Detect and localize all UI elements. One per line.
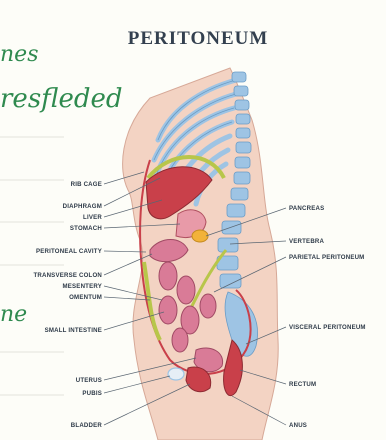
label-parietal-peritoneum: PARIETAL PERITONEUM	[289, 254, 364, 261]
label-uterus: UTERUS	[28, 377, 102, 384]
label-rectum: RECTUM	[289, 381, 316, 388]
label-transverse-colon: TRANSVERSE COLON	[20, 272, 102, 279]
label-rib-cage: RIB CAGE	[28, 181, 102, 188]
pancreas	[192, 230, 208, 242]
label-diaphragm: DIAPHRAGM	[28, 203, 102, 210]
label-pubis: PUBIS	[28, 390, 102, 397]
label-liver: LIVER	[28, 214, 102, 221]
label-bladder: BLADDER	[28, 422, 102, 429]
label-small-intestine: SMALL INTESTINE	[20, 327, 102, 334]
label-vertebra: VERTEBRA	[289, 238, 324, 245]
label-peritoneal-cavity: PERITONEAL CAVITY	[20, 248, 102, 255]
label-mesentery: MESENTERY	[28, 283, 102, 290]
label-omentum: OMENTUM	[28, 294, 102, 301]
label-anus: ANUS	[289, 422, 307, 429]
label-stomach: STOMACH	[28, 225, 102, 232]
label-visceral-peritoneum: VISCERAL PERITONEUM	[289, 324, 366, 331]
label-pancreas: PANCREAS	[289, 205, 324, 212]
pubis	[168, 368, 184, 380]
